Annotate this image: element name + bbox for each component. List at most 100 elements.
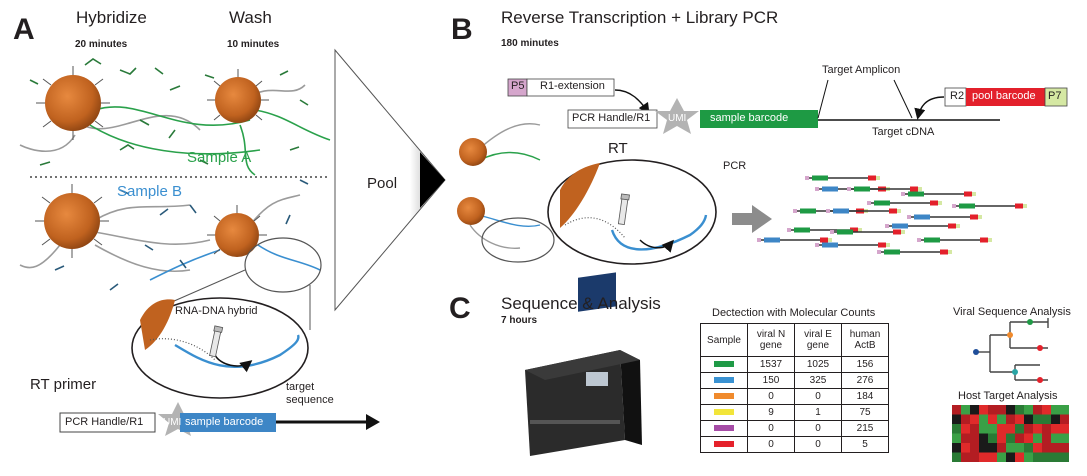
heatmap-cell: [988, 433, 997, 443]
r2-label: R2: [950, 90, 965, 102]
panel-label-c: C: [449, 292, 471, 325]
count-cell: 1537: [747, 356, 795, 373]
heatmap-cell: [1042, 452, 1051, 462]
heatmap-cell: [979, 424, 988, 434]
heatmap-cell: [1042, 433, 1051, 443]
pcr-product-p7: [858, 228, 862, 232]
heatmap-cell: [970, 405, 979, 415]
heatmap-cell: [952, 433, 961, 443]
count-cell: 215: [841, 420, 889, 437]
sample-swatch: [714, 393, 734, 400]
count-cell: 0: [794, 436, 842, 453]
pcr-arrow: [732, 205, 772, 233]
heatmap-cell: [988, 424, 997, 434]
wash-title: Wash: [229, 8, 272, 27]
pcr-product-pool-barcode: [964, 191, 972, 197]
count-cell: 0: [747, 420, 795, 437]
pcr-product-barcode: [884, 249, 900, 255]
panel-label-a: A: [13, 13, 35, 46]
r1-extension-label: R1-extension: [540, 80, 605, 92]
pcr-product-barcode: [837, 229, 853, 235]
heatmap-cell: [1006, 414, 1015, 424]
heatmap-cell: [979, 414, 988, 424]
heatmap-cell: [1006, 443, 1015, 453]
pcr-product-barcode: [822, 186, 838, 192]
heatmap-cell: [952, 443, 961, 453]
heatmap-cell: [970, 424, 979, 434]
count-cell: 0: [747, 436, 795, 453]
pcr-product-p7: [876, 176, 880, 180]
count-cell: 75: [841, 404, 889, 421]
pcr-product-p7: [828, 238, 832, 242]
sample-swatch: [714, 409, 734, 416]
wash-time: 10 minutes: [227, 39, 280, 50]
heatmap-cell: [988, 443, 997, 453]
pcr-product-p7: [978, 215, 982, 219]
panel-a-sample-a-beads: [19, 58, 331, 176]
pcr-product-pool-barcode: [889, 208, 897, 214]
heatmap-cell: [1024, 405, 1033, 415]
col-header: viral N gene: [747, 323, 795, 357]
table-header-row: Sample viral N gene viral E gene human A…: [700, 323, 889, 357]
count-cell: 184: [841, 388, 889, 405]
pcr-product-p5: [826, 209, 830, 213]
heatmap-cell: [979, 443, 988, 453]
pcr-product-barcode: [854, 186, 870, 192]
count-cell: 150: [747, 372, 795, 389]
sample-color-cell: [700, 436, 748, 453]
heatmap-cell: [1033, 414, 1042, 424]
pcr-product-p5: [952, 204, 956, 208]
count-cell: 0: [794, 388, 842, 405]
primer-barcode-label: sample barcode: [185, 416, 264, 428]
molecular-counts-table: Sample viral N gene viral E gene human A…: [700, 323, 889, 453]
count-cell: 276: [841, 372, 889, 389]
pcr-product-p7: [988, 238, 992, 242]
bead-sample-b-1: [19, 184, 211, 273]
primer-handle-label: PCR Handle/R1: [65, 416, 144, 428]
construct-handle-label: PCR Handle/R1: [572, 112, 651, 124]
pcr-product-barcode: [892, 223, 908, 229]
heatmap-cell: [970, 443, 979, 453]
rt-label: RT: [608, 140, 628, 157]
heatmap-cell: [1006, 452, 1015, 462]
tree-nodes: [973, 319, 1043, 383]
heatmap-cell: [1024, 443, 1033, 453]
heatmap-cell: [1060, 414, 1069, 424]
count-cell: 1025: [794, 356, 842, 373]
pcr-product-barcode: [822, 242, 838, 248]
sample-a-label: Sample A: [187, 149, 252, 166]
pcr-products: [757, 175, 1027, 255]
count-cell: 5: [841, 436, 889, 453]
pcr-product-pool-barcode: [970, 214, 978, 220]
pcr-product-p5: [917, 238, 921, 242]
heatmap-cell: [979, 433, 988, 443]
heatmap-cell: [961, 452, 970, 462]
pcr-product-p7: [918, 187, 922, 191]
host-analysis-title: Host Target Analysis: [958, 390, 1058, 402]
panel-b-time: 180 minutes: [501, 38, 559, 49]
heatmap-cell: [1060, 443, 1069, 453]
heatmap-cell: [1024, 414, 1033, 424]
rna-dna-hybrid-zoom: [131, 297, 309, 399]
pcr-product-pool-barcode: [820, 237, 828, 243]
pcr-product-pool-barcode: [850, 227, 858, 233]
pcr-product-p5: [815, 243, 819, 247]
p5-label: P5: [511, 80, 525, 92]
heatmap-cell: [988, 414, 997, 424]
sample-swatch: [714, 377, 734, 384]
pcr-product-barcode: [924, 237, 940, 243]
hybridize-title: Hybridize: [76, 8, 147, 27]
target-cdna-label: Target cDNA: [872, 126, 935, 138]
pcr-product-pool-barcode: [893, 229, 901, 235]
heatmap-cell: [1015, 405, 1024, 415]
pool-barcode-label: pool barcode: [972, 90, 1036, 102]
pcr-product-barcode: [874, 200, 890, 206]
pcr-product-barcode: [794, 227, 810, 233]
sample-color-cell: [700, 356, 748, 373]
pcr-product-barcode: [833, 208, 849, 214]
heatmap-cell: [997, 452, 1006, 462]
heatmap-cell: [1033, 405, 1042, 415]
heatmap-cell: [1051, 443, 1060, 453]
